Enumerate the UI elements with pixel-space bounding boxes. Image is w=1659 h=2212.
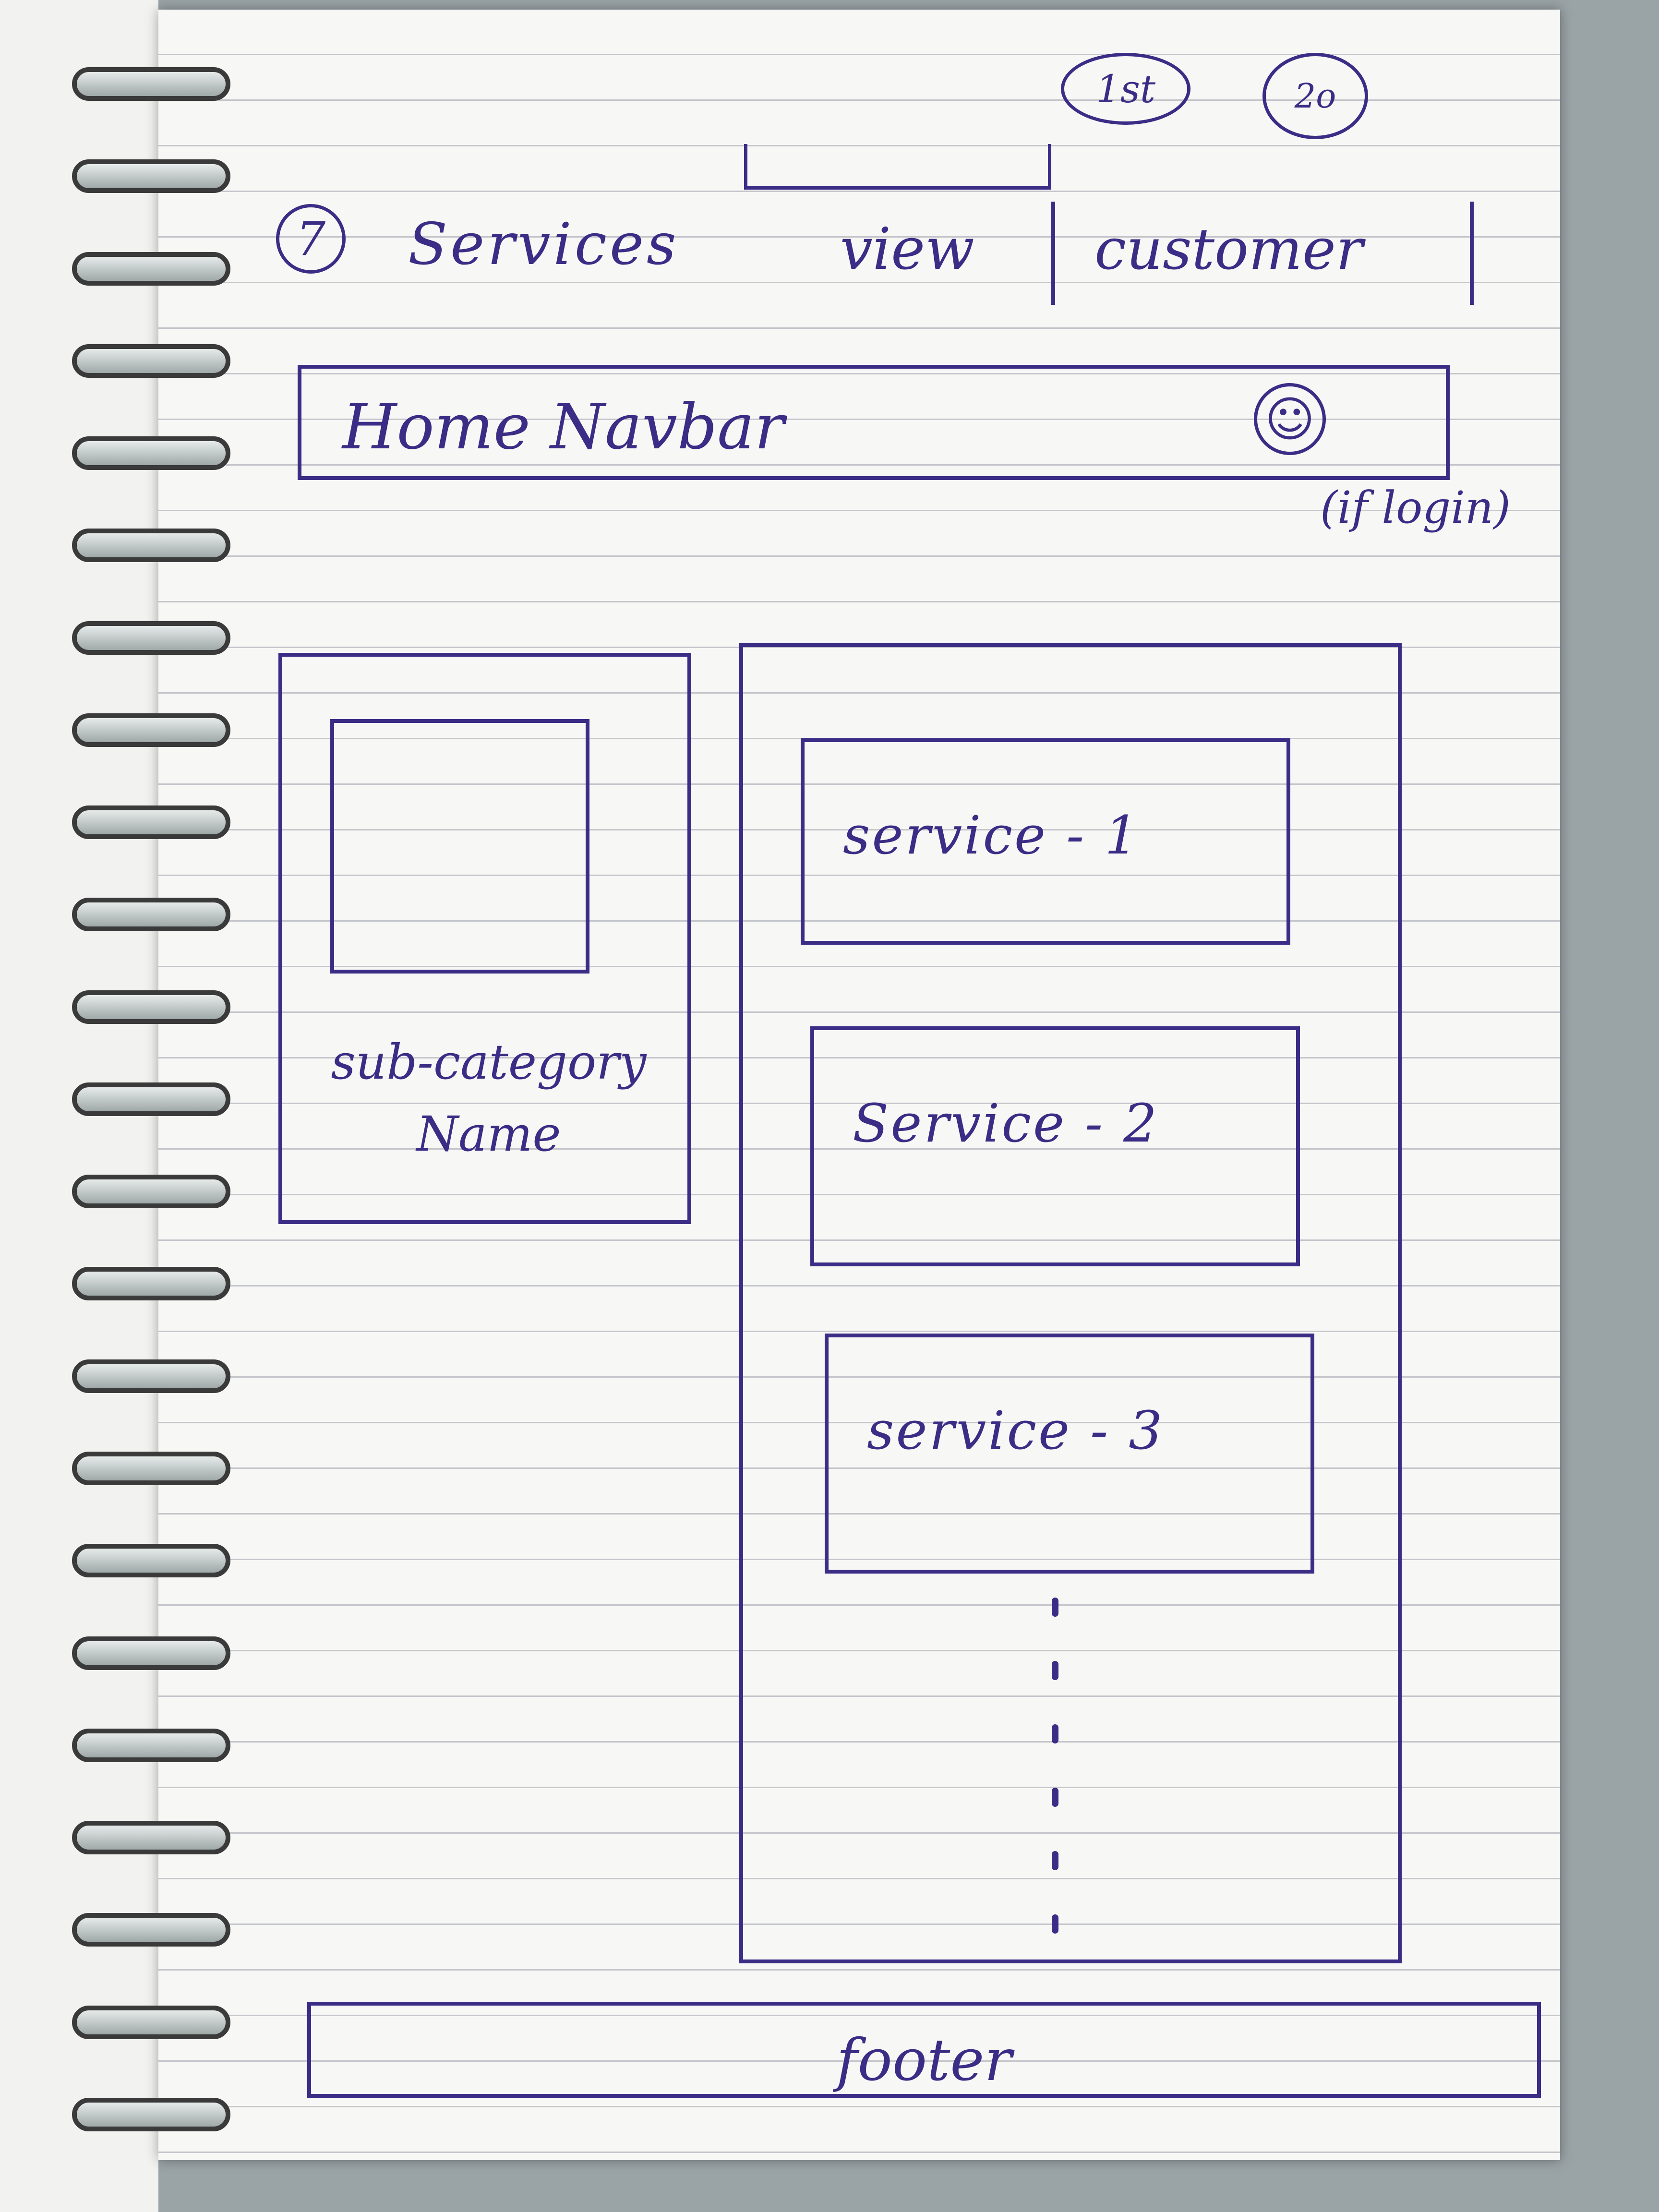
service-card[interactable]: service - 3 — [825, 1334, 1314, 1574]
spiral-ring — [72, 159, 230, 193]
service-label: service - 3 — [867, 1400, 1165, 1461]
footer: footer — [307, 2002, 1541, 2098]
login-note: (if login) — [1320, 482, 1511, 533]
more-services-ellipsis — [1046, 1598, 1065, 1934]
audience-label: customer — [1094, 216, 1363, 282]
spiral-ring — [72, 344, 230, 378]
service-label: service - 1 — [843, 805, 1141, 866]
top-tray-sketch — [744, 144, 1051, 190]
spiral-ring — [72, 1913, 230, 1947]
spiral-ring — [72, 621, 230, 655]
page-number: 7 — [296, 212, 326, 266]
page-title: Services — [408, 211, 679, 278]
spiral-ring — [72, 1544, 230, 1578]
spiral-ring — [72, 1451, 230, 1485]
spiral-ring — [72, 529, 230, 563]
spiral-ring — [72, 990, 230, 1024]
user-icon[interactable]: ☺ — [1254, 383, 1326, 455]
corner-second-label: 2o — [1294, 76, 1336, 116]
spiral-ring — [72, 1082, 230, 1116]
service-card[interactable]: Service - 2 — [810, 1026, 1300, 1266]
subcategory-name: sub-category Name — [331, 1034, 647, 1162]
home-navbar[interactable]: Home Navbar ☺ — [298, 365, 1450, 480]
page-view-word: view — [840, 216, 974, 283]
audience-bracket — [1051, 202, 1474, 305]
subcategory-image-placeholder — [330, 719, 589, 974]
spiral-ring — [72, 805, 230, 840]
corner-first-label: 1st — [1095, 66, 1156, 111]
spiral-binding — [72, 67, 245, 2131]
spiral-ring — [72, 1821, 230, 1855]
service-card[interactable]: service - 1 — [801, 738, 1290, 945]
spiral-ring — [72, 1728, 230, 1762]
corner-note: 1st 2o — [1061, 53, 1445, 158]
spiral-ring — [72, 713, 230, 747]
spiral-ring — [72, 67, 230, 101]
spiral-ring — [72, 2097, 230, 2131]
page-number-circle: 7 — [276, 204, 346, 274]
spiral-ring — [72, 1636, 230, 1670]
corner-first-circle: 1st — [1061, 53, 1190, 125]
services-list-panel: service - 1 Service - 2 service - 3 — [739, 643, 1402, 1963]
navbar-label: Home Navbar — [342, 390, 784, 463]
subcategory-card[interactable]: sub-category Name — [278, 653, 691, 1224]
spiral-ring — [72, 1267, 230, 1301]
spiral-ring — [72, 252, 230, 286]
spiral-ring — [72, 436, 230, 470]
footer-label: footer — [836, 2027, 1012, 2094]
spiral-ring — [72, 898, 230, 932]
service-label: Service - 2 — [853, 1093, 1159, 1154]
corner-second-circle: 2o — [1262, 53, 1368, 139]
spiral-ring — [72, 2005, 230, 2039]
spiral-ring — [72, 1175, 230, 1209]
spiral-ring — [72, 1359, 230, 1393]
